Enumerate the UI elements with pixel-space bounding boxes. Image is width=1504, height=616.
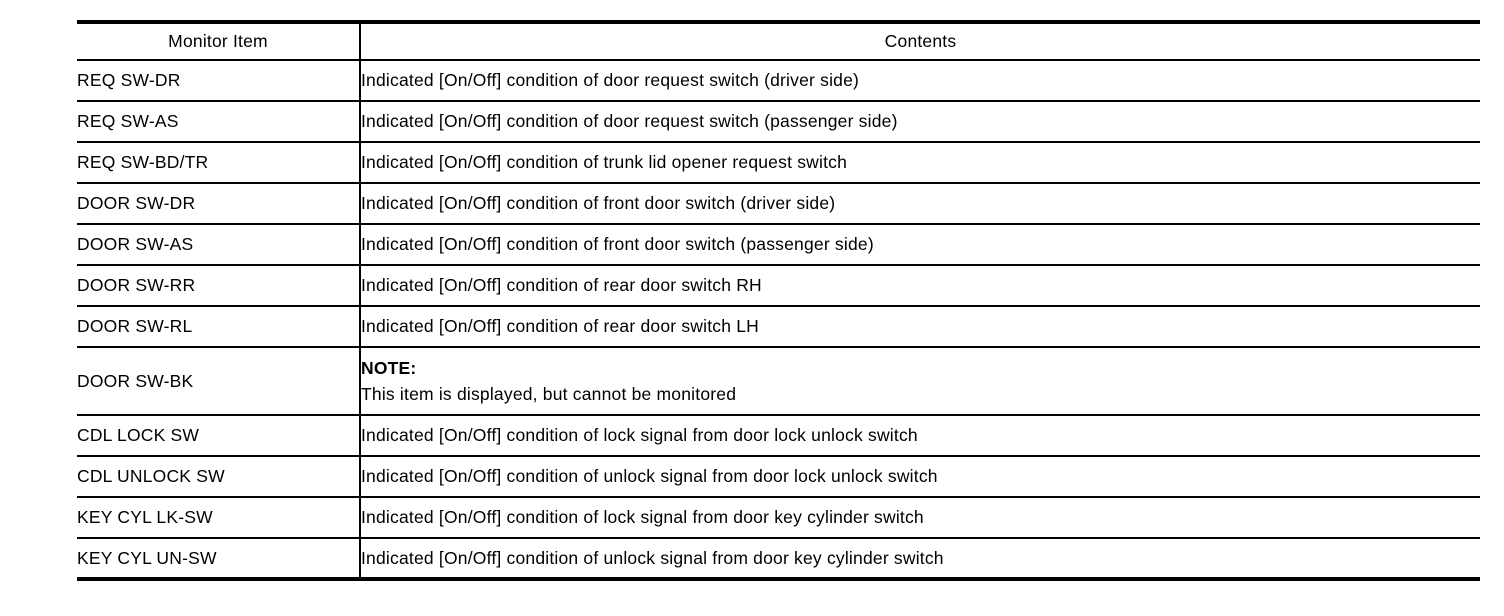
header-monitor-item: Monitor Item xyxy=(77,21,361,61)
contents-cell: Indicated [On/Off] condition of lock sig… xyxy=(360,496,1480,539)
table-row: CDL UNLOCK SW Indicated [On/Off] conditi… xyxy=(77,455,1480,498)
monitor-item-table: Monitor Item Contents REQ SW-DR Indicate… xyxy=(77,20,1480,581)
table-row: DOOR SW-AS Indicated [On/Off] condition … xyxy=(77,223,1480,266)
contents-cell: Indicated [On/Off] condition of rear doo… xyxy=(360,305,1480,348)
contents-cell: Indicated [On/Off] condition of front do… xyxy=(360,223,1480,266)
monitor-item-cell: KEY CYL LK-SW xyxy=(77,496,361,539)
monitor-item-cell: CDL LOCK SW xyxy=(77,414,361,457)
table-row: REQ SW-DR Indicated [On/Off] condition o… xyxy=(77,59,1480,102)
table-row: KEY CYL LK-SW Indicated [On/Off] conditi… xyxy=(77,496,1480,539)
contents-cell: Indicated [On/Off] condition of trunk li… xyxy=(360,141,1480,184)
table-row: CDL LOCK SW Indicated [On/Off] condition… xyxy=(77,414,1480,457)
contents-cell: Indicated [On/Off] condition of front do… xyxy=(360,182,1480,225)
table-row: DOOR SW-RL Indicated [On/Off] condition … xyxy=(77,305,1480,348)
monitor-item-cell: DOOR SW-DR xyxy=(77,182,361,225)
monitor-item-cell: CDL UNLOCK SW xyxy=(77,455,361,498)
monitor-item-cell: REQ SW-AS xyxy=(77,100,361,143)
table-row: REQ SW-AS Indicated [On/Off] condition o… xyxy=(77,100,1480,143)
contents-cell: Indicated [On/Off] condition of rear doo… xyxy=(360,264,1480,307)
contents-cell: Indicated [On/Off] condition of unlock s… xyxy=(360,537,1480,580)
contents-cell: Indicated [On/Off] condition of door req… xyxy=(360,59,1480,102)
contents-cell: Indicated [On/Off] condition of lock sig… xyxy=(360,414,1480,457)
contents-cell: Indicated [On/Off] condition of door req… xyxy=(360,100,1480,143)
monitor-item-cell: DOOR SW-RR xyxy=(77,264,361,307)
table-row: DOOR SW-RR Indicated [On/Off] condition … xyxy=(77,264,1480,307)
contents-cell: Indicated [On/Off] condition of unlock s… xyxy=(360,455,1480,498)
monitor-item-cell: REQ SW-BD/TR xyxy=(77,141,361,184)
monitor-item-cell: DOOR SW-RL xyxy=(77,305,361,348)
table-row: REQ SW-BD/TR Indicated [On/Off] conditio… xyxy=(77,141,1480,184)
monitor-item-cell: DOOR SW-BK xyxy=(77,346,361,416)
note-text: This item is displayed, but cannot be mo… xyxy=(361,384,737,404)
table-row: KEY CYL UN-SW Indicated [On/Off] conditi… xyxy=(77,537,1480,580)
note-label: NOTE: xyxy=(361,358,417,378)
monitor-item-cell: KEY CYL UN-SW xyxy=(77,537,361,580)
table-header-row: Monitor Item Contents xyxy=(77,21,1480,61)
header-contents: Contents xyxy=(360,21,1480,61)
table-row-note: DOOR SW-BK NOTE: This item is displayed,… xyxy=(77,346,1480,416)
table-row: DOOR SW-DR Indicated [On/Off] condition … xyxy=(77,182,1480,225)
monitor-item-cell: REQ SW-DR xyxy=(77,59,361,102)
monitor-item-cell: DOOR SW-AS xyxy=(77,223,361,266)
contents-cell: NOTE: This item is displayed, but cannot… xyxy=(360,346,1480,416)
